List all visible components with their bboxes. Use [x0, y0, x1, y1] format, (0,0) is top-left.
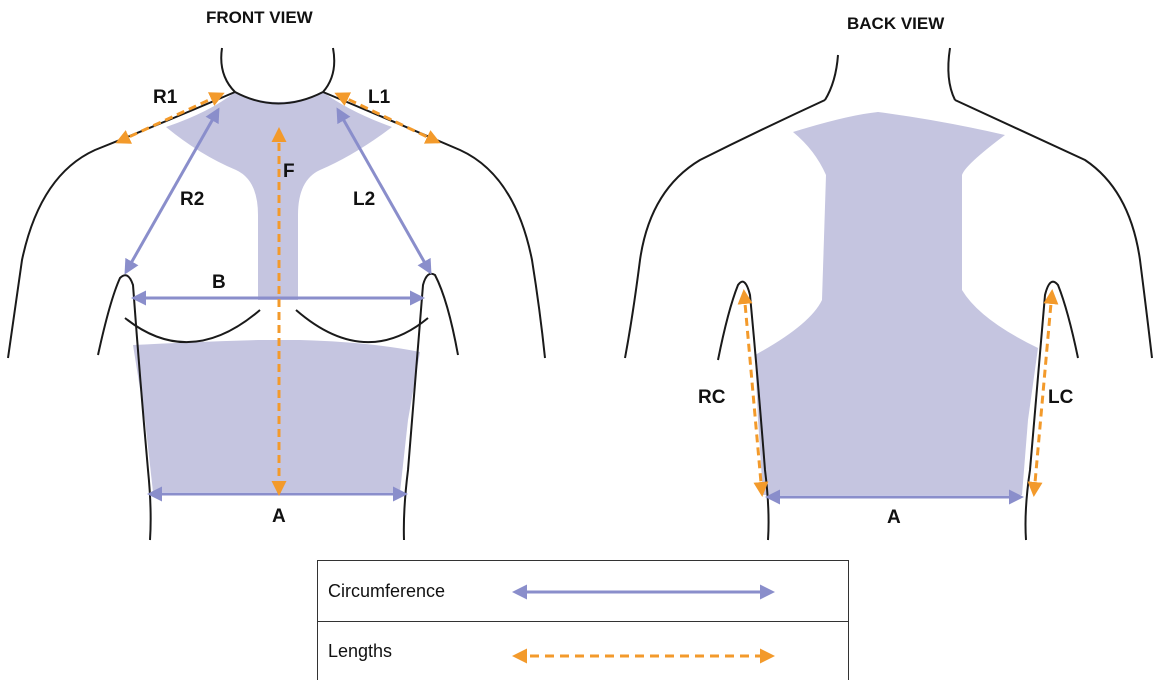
legend-lengths-label: Lengths — [328, 641, 392, 662]
back-view-title: BACK VIEW — [847, 14, 944, 34]
label-r1: R1 — [153, 88, 177, 107]
legend-row-lengths: Lengths — [318, 621, 848, 681]
label-b: B — [212, 273, 226, 292]
front-garment-shape — [133, 92, 420, 492]
back-garment-shape — [755, 112, 1038, 495]
label-f: F — [283, 162, 295, 181]
label-rc: RC — [698, 388, 725, 407]
label-lc: LC — [1048, 388, 1073, 407]
label-a-back: A — [887, 508, 901, 527]
legend-circumference-label: Circumference — [328, 581, 445, 602]
label-r2: R2 — [180, 190, 204, 209]
label-l1: L1 — [368, 88, 390, 107]
arrow-l2 — [338, 110, 430, 272]
label-a-front: A — [272, 507, 286, 526]
legend-box: Circumference Lengths — [317, 560, 849, 680]
legend-row-circumference: Circumference — [318, 561, 848, 622]
front-view-title: FRONT VIEW — [206, 8, 313, 28]
label-l2: L2 — [353, 190, 375, 209]
